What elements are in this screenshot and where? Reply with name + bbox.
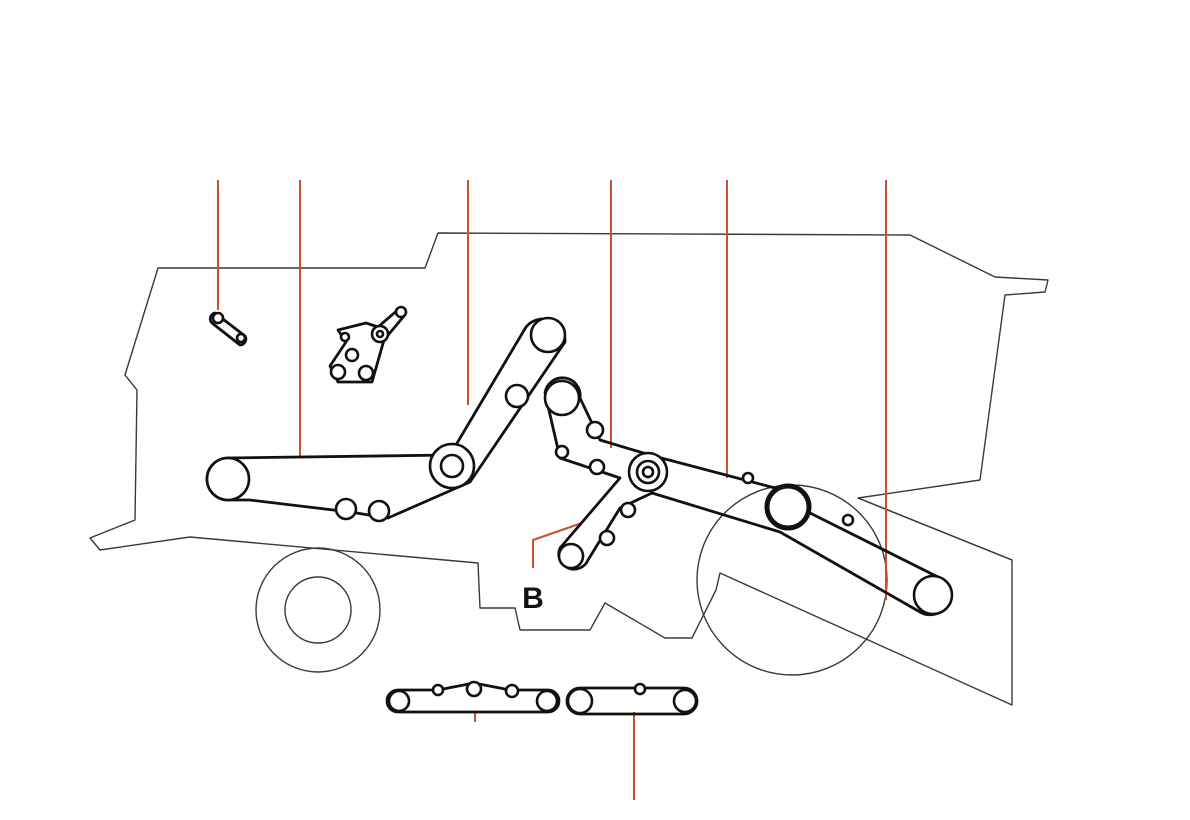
pulley	[672, 688, 698, 714]
leader-line-b	[532, 522, 583, 568]
pulley	[529, 316, 567, 354]
pulley	[741, 471, 755, 485]
pulley-hub	[375, 329, 385, 339]
pulley	[585, 420, 605, 440]
pulley	[394, 305, 408, 319]
pulley	[543, 379, 581, 417]
pulley	[633, 682, 647, 696]
straw-hood-line	[857, 497, 1013, 561]
pulley-hub	[439, 453, 465, 479]
leader-lines	[217, 180, 887, 800]
belt-drive-bottom-1	[385, 680, 561, 714]
belt-drive-1	[208, 311, 248, 347]
pulley	[357, 364, 375, 382]
pulley	[211, 311, 225, 325]
pulley	[344, 347, 360, 363]
front-wheel-hub	[284, 576, 352, 644]
pulley	[566, 687, 594, 715]
callout-b-label: B	[522, 582, 544, 615]
pulley	[619, 501, 637, 519]
belt-drive-bottom-2	[565, 682, 699, 716]
pulley	[588, 458, 606, 476]
pulley	[504, 683, 520, 699]
pulley	[504, 383, 530, 409]
pulley	[557, 542, 585, 570]
belt-drive-elevator	[205, 316, 567, 523]
pulley-hub	[641, 465, 655, 479]
front-wheel	[255, 547, 381, 673]
belt-drive-cluster	[328, 305, 408, 384]
pulley	[387, 689, 411, 713]
pulley	[554, 444, 570, 460]
pulley	[535, 689, 559, 713]
pulley	[598, 529, 616, 547]
pulley	[339, 331, 351, 343]
pulley	[764, 483, 812, 531]
pulley	[431, 683, 445, 697]
pulley	[205, 456, 251, 502]
pulley	[465, 680, 483, 698]
pulley	[912, 574, 954, 616]
pulley	[235, 332, 247, 344]
pulley	[367, 499, 391, 523]
pulley	[841, 513, 855, 527]
belt-drive-rotor	[543, 376, 954, 617]
pulley	[329, 363, 347, 381]
pulley	[334, 497, 358, 521]
